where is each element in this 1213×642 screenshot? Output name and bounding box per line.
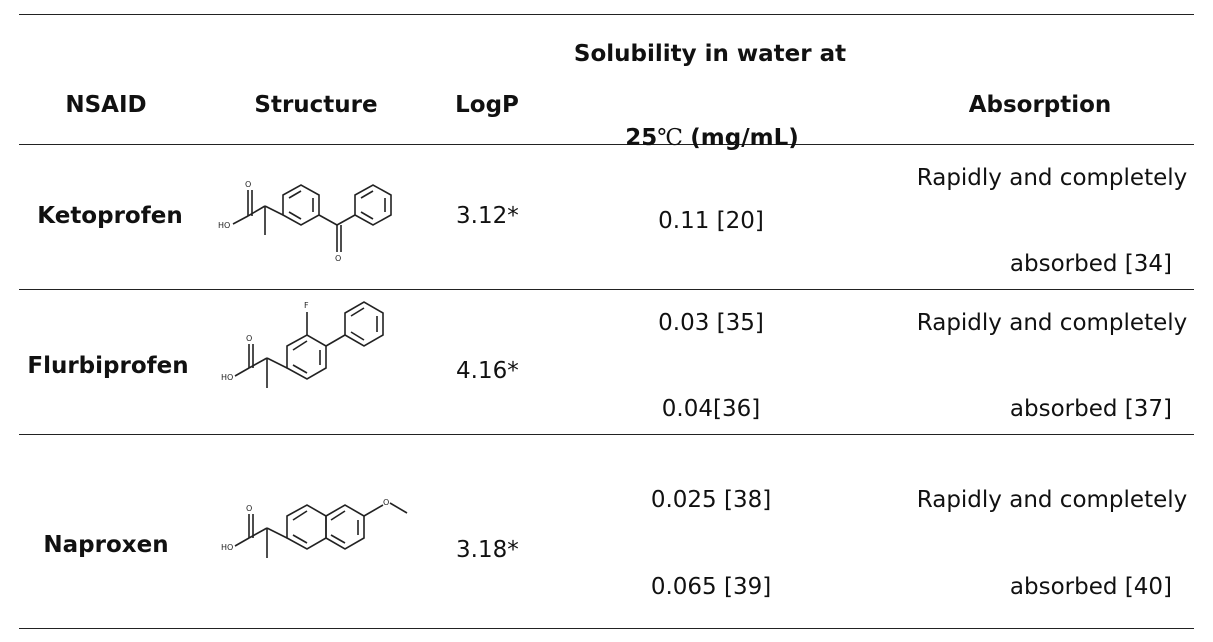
solubility-value-1: 0.025 [38] (650, 487, 772, 513)
solubility-value-1: 0.11 [20] (658, 208, 764, 234)
nsaid-name: Flurbiprofen (27, 353, 189, 379)
solubility-value-1: 0.03 [35] (658, 310, 764, 336)
header-bottom-rule (19, 144, 1194, 145)
absorption-line-1: Rapidly and completely (916, 310, 1188, 336)
row-2-bottom-rule (19, 434, 1194, 435)
solubility-value-2: 0.04[36] (661, 396, 761, 422)
flurbiprofen-structure-diagram: HO O F (221, 301, 384, 388)
nsaid-name: Ketoprofen (37, 203, 183, 229)
naproxen-structure-diagram: HO O O (221, 498, 408, 558)
absorption-line-1: Rapidly and completely (916, 487, 1188, 513)
header-structure: Structure (254, 92, 378, 118)
header-solubility-line1: Solubility in water at (573, 41, 847, 67)
absorption-line-1: Rapidly and completely (916, 165, 1188, 191)
absorption-line-2: absorbed [34] (1009, 251, 1172, 277)
table-top-rule (19, 14, 1194, 15)
table-bottom-rule (19, 628, 1194, 629)
naproxen-atom-o2: O (383, 498, 389, 507)
flurbiprofen-atom-f: F (304, 301, 309, 310)
ketoprofen-structure-diagram: HO O O (218, 180, 392, 263)
header-solubility-line2: 25℃ (mg/mL) (625, 124, 799, 152)
header-solubility-unit: (mg/mL) (690, 125, 799, 151)
header-logp: LogP (455, 92, 519, 118)
header-absorption: Absorption (968, 92, 1112, 118)
header-solubility-degree: ℃ (657, 125, 683, 151)
row-1-bottom-rule (19, 289, 1194, 290)
header-solubility-temp: 25 (625, 125, 658, 151)
logp-value: 4.16* (456, 358, 519, 384)
flurbiprofen-atom-oh: HO (221, 373, 233, 382)
ketoprofen-atom-o2: O (335, 254, 341, 263)
flurbiprofen-atom-o1: O (246, 334, 252, 343)
naproxen-atom-o1: O (246, 504, 252, 513)
ketoprofen-atom-oh: HO (218, 221, 230, 230)
ketoprofen-atom-o1: O (245, 180, 251, 189)
solubility-value-2: 0.065 [39] (650, 574, 772, 600)
absorption-line-2: absorbed [40] (1009, 574, 1172, 600)
nsaid-name: Naproxen (43, 532, 169, 558)
logp-value: 3.12* (456, 203, 519, 229)
absorption-line-2: absorbed [37] (1009, 396, 1172, 422)
header-nsaid: NSAID (65, 92, 147, 118)
logp-value: 3.18* (456, 537, 519, 563)
naproxen-atom-oh: HO (221, 543, 233, 552)
